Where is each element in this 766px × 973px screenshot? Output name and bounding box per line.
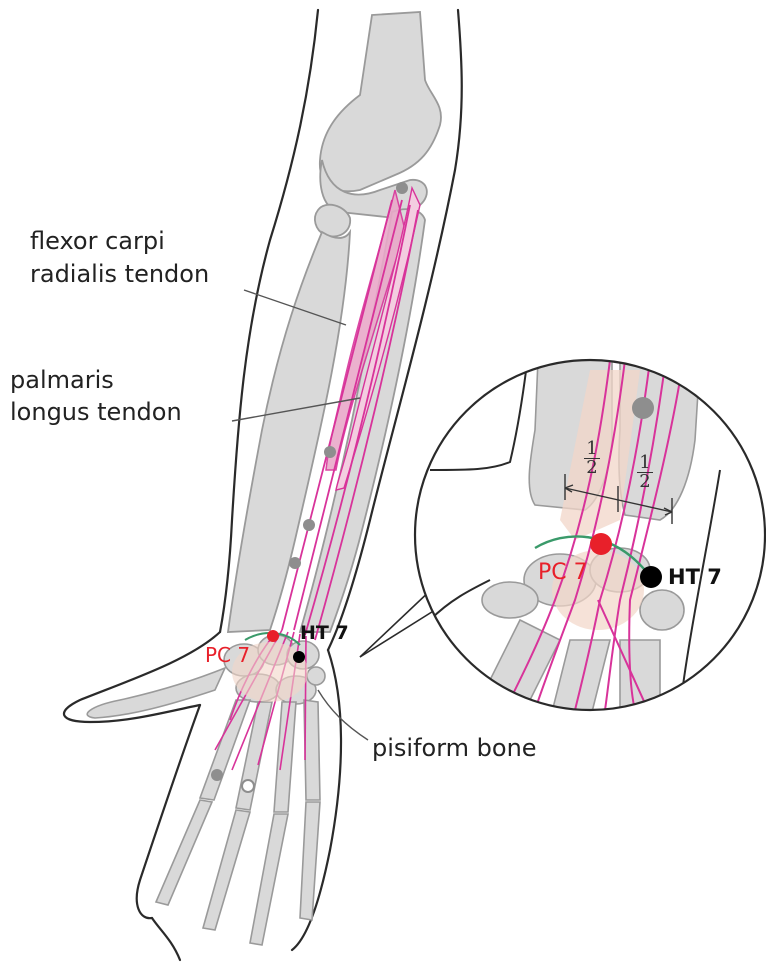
ht7-zoom-label: HT 7 (668, 565, 722, 589)
fcr-label-line2: radialis tendon (30, 260, 209, 289)
fraction-denominator: 2 (584, 459, 600, 477)
pl-label-line2: longus tendon (10, 398, 182, 427)
fcr-label-line1: flexor carpi (30, 227, 165, 256)
pc7-point (267, 630, 279, 642)
ht7-point (293, 651, 305, 663)
pl-label-line1: palmaris (10, 366, 114, 395)
half-fraction-left: 1 2 (584, 440, 600, 477)
elbow-bones (315, 12, 441, 236)
pisiform-label: pisiform bone (372, 734, 537, 763)
reference-ring (242, 780, 254, 792)
pc7-label: PC 7 (205, 643, 250, 667)
zoom-inset (415, 355, 765, 720)
pc7-zoom-label: PC 7 (538, 560, 588, 585)
ht7-label: HT 7 (300, 622, 349, 644)
half-fraction-right: 1 2 (637, 454, 653, 491)
fraction-denominator: 2 (637, 473, 653, 491)
